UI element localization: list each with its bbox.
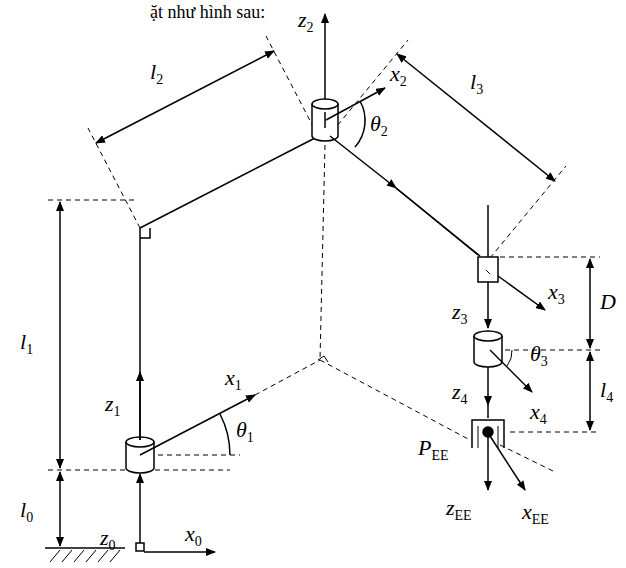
- point-label: PEE: [418, 436, 449, 468]
- axis-label: z1: [105, 392, 121, 424]
- dimension-label: l1: [20, 330, 33, 362]
- axis-label: zEE: [446, 496, 472, 528]
- dimension-label: l0: [20, 498, 33, 530]
- dimension-label: D: [600, 290, 616, 314]
- dimension-label: l2: [150, 60, 163, 92]
- axis-label: z4: [452, 380, 468, 412]
- axis-label: x3: [548, 280, 565, 312]
- axis-label: x0: [185, 522, 202, 554]
- axis-label: x1: [225, 366, 242, 398]
- angle-label: θ2: [370, 112, 388, 144]
- axis-label: z0: [100, 526, 116, 558]
- axis-label: xEE: [522, 500, 549, 532]
- axis-label: x4: [530, 400, 547, 432]
- dimension-label: l3: [470, 70, 483, 102]
- angle-label: θ1: [236, 418, 254, 450]
- angle-label: θ3: [530, 342, 548, 374]
- heading-fragment: ặt như hình sau:: [150, 0, 265, 24]
- dimension-label: l4: [600, 378, 613, 410]
- axis-label: z3: [452, 300, 468, 332]
- axis-label: x2: [390, 62, 407, 94]
- axis-label: z2: [298, 8, 314, 40]
